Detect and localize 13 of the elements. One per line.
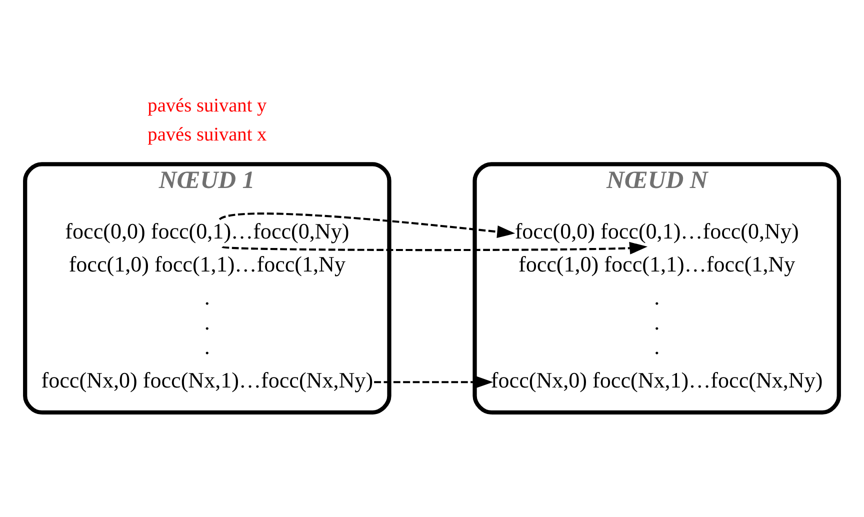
node-text: focc(0,0) focc(0,1)…focc(0,Ny) [65,218,350,243]
arrow [222,241,648,254]
label: pavés suivant x [148,124,267,145]
arrow [219,212,516,238]
arrow [374,375,494,388]
label: pavés suivant y [148,94,267,116]
node-text: focc(1,0) focc(1,1)…focc(1,Ny [68,250,346,276]
node-text: . . . [654,284,660,359]
node-text: . . . [204,284,210,359]
node-text: focc(Nx,0) focc(Nx,1)…focc(Nx,Ny) [41,366,374,392]
node-text: focc(Nx,0) focc(Nx,1)…focc(Nx,Ny) [490,366,823,392]
node-text: focc(1,0) focc(1,1)…focc(1,Ny [518,250,796,276]
node-text: focc(0,0) focc(0,1)…focc(0,Ny) [514,218,799,243]
